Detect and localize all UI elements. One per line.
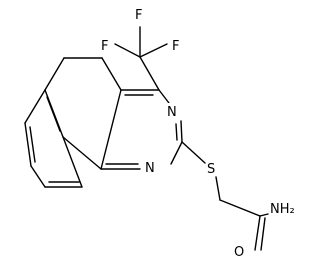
atom-label-o: O: [234, 245, 244, 260]
bond-c7-c8-inner: [29, 126, 36, 163]
bond-c10b-c4a: [100, 89, 122, 170]
bond-c-o-inner: [260, 217, 266, 251]
atom-label-f-right: F: [172, 39, 179, 54]
atom-label-nh2: NH₂: [270, 202, 295, 217]
atom-bg-nh2: [269, 200, 299, 216]
atom-bg-n-lower: [144, 160, 160, 176]
bond-c6a-c7: [24, 89, 46, 124]
atom-labels: F F F N N S NH₂ O: [101, 8, 299, 260]
atom-label-n-upper: N: [167, 105, 177, 120]
bond-c4a-c5: [101, 57, 122, 91]
structure-canvas: F F F N N S NH₂ O: [24, 8, 299, 260]
bond-c10a-c10b: [62, 136, 102, 170]
bond-s-ch2: [215, 176, 221, 201]
atom-label-f-left: F: [101, 39, 108, 54]
bond-c7-c8: [24, 122, 32, 167]
bond-c6-c6a: [44, 57, 65, 91]
bond-c-nh2: [259, 213, 269, 217]
bond-n3-c2: [180, 120, 183, 143]
atom-label-s: S: [207, 162, 215, 177]
bond-lines: [24, 26, 269, 251]
atom-bg-n-upper: [166, 103, 180, 119]
bond-ch2-c-amide: [219, 199, 261, 217]
atom-bg-s: [206, 160, 220, 176]
bond-c-f-right: [139, 43, 168, 58]
bond-c8-c9: [30, 165, 46, 188]
bond-c2-s: [181, 141, 206, 164]
bond-n3-c2-inner: [175, 123, 178, 141]
bond-c2-n1: [170, 141, 183, 165]
atom-bg-o: [233, 243, 249, 259]
bond-c10a-c6a-inner: [46, 96, 61, 132]
bond-c-f-left: [114, 43, 141, 58]
chemical-structure-diagram: F F F N N S NH₂ O: [24, 8, 299, 260]
bond-c10-c10a: [62, 136, 83, 188]
bond-c4-cf3: [139, 56, 160, 91]
atom-label-f-top: F: [135, 8, 142, 23]
atom-label-n-lower: N: [145, 161, 155, 176]
bond-c-o: [254, 215, 261, 251]
